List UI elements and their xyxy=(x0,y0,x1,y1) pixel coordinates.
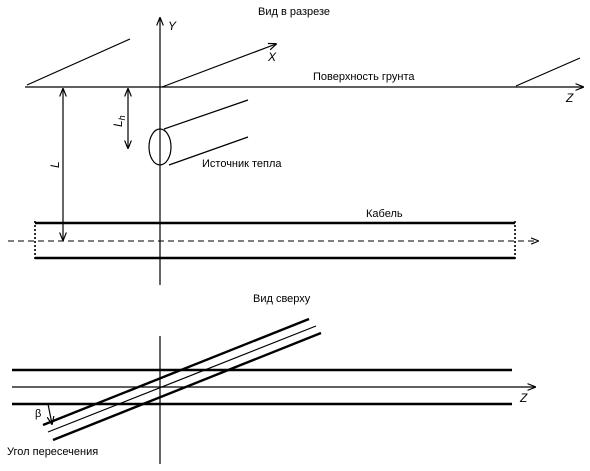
pipe-edge-lower-plan xyxy=(52,331,322,442)
top-view-title: Вид сверху xyxy=(253,293,311,305)
top-view: Вид сверху Z β Угол пересечения xyxy=(7,293,535,464)
section-view: Вид в разрезе Y X Z Поверхность грунта L… xyxy=(8,6,583,285)
heat-source-depth-label: Lh xyxy=(111,115,127,127)
pipe-end-ellipse xyxy=(148,128,172,166)
cable xyxy=(8,221,538,260)
cable-depth-label: L xyxy=(48,161,62,168)
x-axis-label: X xyxy=(267,50,277,64)
pipe-top-edge xyxy=(163,99,249,130)
section-view-title: Вид в разрезе xyxy=(258,6,330,18)
heat-source-label: Источник тепла xyxy=(202,158,282,170)
crossing-angle-label: Угол пересечения xyxy=(7,446,98,458)
x-axis xyxy=(161,44,276,88)
z-axis-label: Z xyxy=(565,91,574,105)
cable-label: Кабель xyxy=(366,208,403,220)
y-axis-label: Y xyxy=(168,19,177,33)
ground-plane-edge-right xyxy=(515,57,581,87)
ground-surface-label: Поверхность грунта xyxy=(313,71,415,83)
heat-source-pipe-plan xyxy=(42,317,322,442)
pipe-edge-upper-plan xyxy=(42,317,310,427)
top-view-z-axis-label: Z xyxy=(519,391,528,405)
heat-source-pipe xyxy=(148,99,249,166)
crossing-angle-arc xyxy=(48,403,52,424)
crossing-angle-symbol: β xyxy=(35,408,41,420)
pipe-axis-plan xyxy=(47,325,317,433)
pipe-bottom-edge xyxy=(168,136,249,166)
ground-plane-edge-left xyxy=(26,38,131,86)
